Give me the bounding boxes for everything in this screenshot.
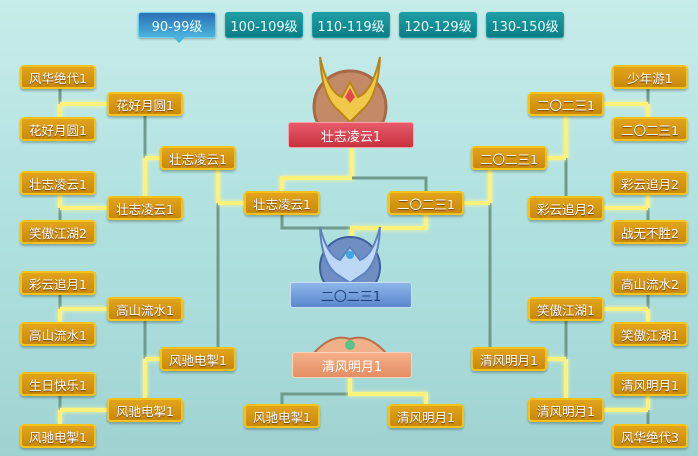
tab-130-150[interactable]: 130-150级 <box>486 12 564 38</box>
third-place-slot-left[interactable]: 风驰电掣1 <box>244 404 320 428</box>
bracket-slot-left-r1[interactable]: 风华绝代1 <box>20 65 96 89</box>
loser-path-line <box>352 176 428 191</box>
bracket-slot-left-r1[interactable]: 笑傲江湖2 <box>20 220 96 244</box>
bracket-slot-right-r1[interactable]: 二〇二三1 <box>612 117 688 141</box>
champion-banner: 壮志凌云1 <box>288 122 414 148</box>
bracket-slot-left-r1[interactable]: 彩云追月1 <box>20 271 96 295</box>
loser-path-line <box>280 392 350 404</box>
bracket-slot-left-r2[interactable]: 风驰电掣1 <box>107 398 183 422</box>
third-place-slot-right[interactable]: 清风明月1 <box>388 404 464 428</box>
bracket-slot-left-r2[interactable]: 壮志凌云1 <box>107 196 183 220</box>
bracket-slot-right-r2[interactable]: 二〇二三1 <box>528 92 604 116</box>
bracket-slot-left-r1[interactable]: 生日快乐1 <box>20 372 96 396</box>
bracket-slot-right-r1[interactable]: 少年游1 <box>612 65 688 89</box>
bracket-slot-right-r1[interactable]: 彩云追月2 <box>612 171 688 195</box>
bracket-slot-right-r1[interactable]: 笑傲江湖1 <box>612 322 688 346</box>
third-place-banner: 清风明月1 <box>292 352 412 378</box>
tab-110-119[interactable]: 110-119级 <box>312 12 390 38</box>
tab-120-129[interactable]: 120-129级 <box>399 12 477 38</box>
tab-100-109[interactable]: 100-109级 <box>225 12 303 38</box>
bracket-slot-right-r3[interactable]: 二〇二三1 <box>471 146 547 170</box>
bracket-slot-left-r2[interactable]: 高山流水1 <box>107 297 183 321</box>
bracket-slot-right-r1[interactable]: 高山流水2 <box>612 271 688 295</box>
bracket-slot-left-r1[interactable]: 高山流水1 <box>20 322 96 346</box>
tab-90-99[interactable]: 90-99级 <box>138 12 216 43</box>
bracket-slot-left-r3[interactable]: 风驰电掣1 <box>160 347 236 371</box>
bracket-slot-left-r1[interactable]: 风驰电掣1 <box>20 424 96 448</box>
bracket-slot-left-r1[interactable]: 花好月圆1 <box>20 117 96 141</box>
bracket-slot-left-r2[interactable]: 花好月圆1 <box>107 92 183 116</box>
bracket-slot-right-semifinal[interactable]: 二〇二三1 <box>388 191 464 215</box>
bracket-slot-right-r1[interactable]: 风华绝代3 <box>612 424 688 448</box>
third-place-bronze-crest-icon <box>312 336 388 354</box>
bracket-slot-right-r3[interactable]: 清风明月1 <box>471 347 547 371</box>
bracket-slot-left-r3[interactable]: 壮志凌云1 <box>160 146 236 170</box>
bracket-slot-left-semifinal[interactable]: 壮志凌云1 <box>244 191 320 215</box>
bracket-slot-right-r2[interactable]: 彩云追月2 <box>528 196 604 220</box>
runner-up-silver-crest-icon <box>319 226 381 295</box>
loser-path-line <box>280 215 352 230</box>
level-tabs: 90-99级 100-109级 110-119级 120-129级 130-15… <box>138 12 564 43</box>
bracket-slot-right-r1[interactable]: 清风明月1 <box>612 372 688 396</box>
bracket-slot-right-r2[interactable]: 笑傲江湖1 <box>528 297 604 321</box>
bracket-slot-right-r2[interactable]: 清风明月1 <box>528 398 604 422</box>
bracket-slot-left-r1[interactable]: 壮志凌云1 <box>20 171 96 195</box>
winner-path-line <box>348 376 428 404</box>
winner-path-line <box>350 215 428 240</box>
bracket-slot-right-r1[interactable]: 战无不胜2 <box>612 220 688 244</box>
winner-path-line <box>280 146 354 191</box>
runner-up-banner: 二〇二三1 <box>290 282 412 308</box>
